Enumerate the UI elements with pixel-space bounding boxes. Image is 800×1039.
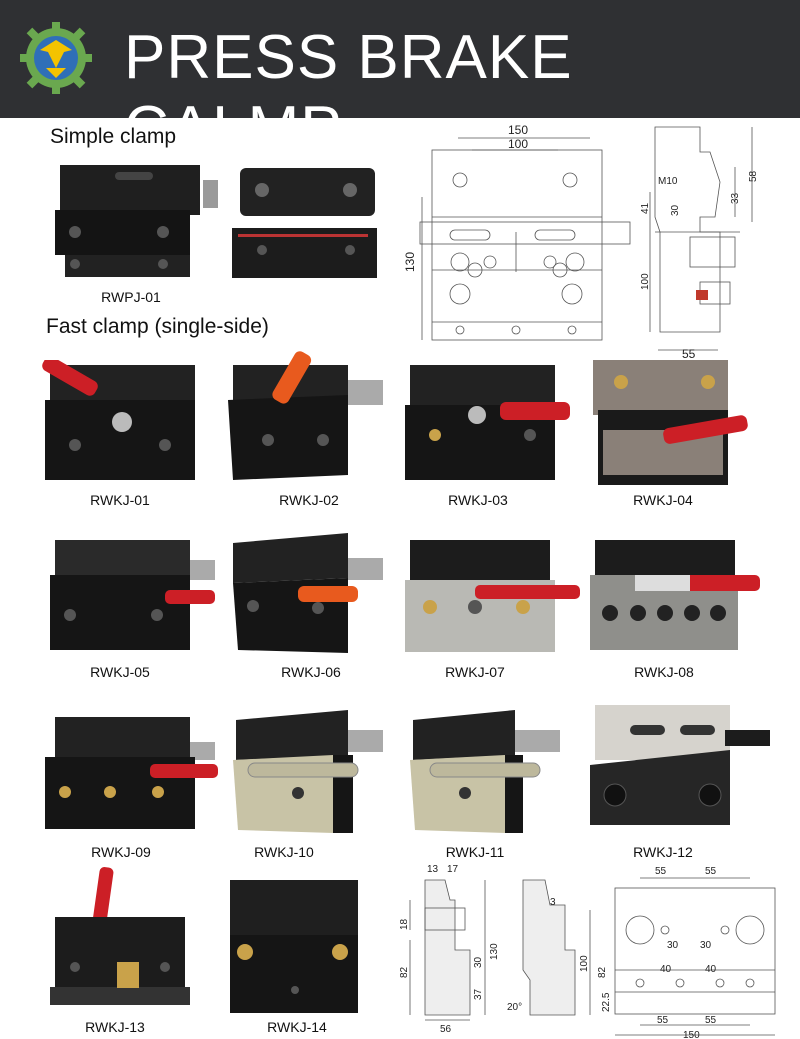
technical-drawing-fast-clamp: 13 17 18 82 30 130 37 56 3 100 20° 55 55… xyxy=(395,860,800,1039)
product-code-label: RWKJ-10 xyxy=(254,844,314,860)
svg-text:55: 55 xyxy=(705,866,717,877)
product-photo-rwkj-02 xyxy=(228,350,388,485)
product-photo-rwkj-14 xyxy=(225,880,365,1015)
svg-text:82: 82 xyxy=(597,966,608,978)
product-code-label: RWKJ-12 xyxy=(633,844,693,860)
product-code-label: RWKJ-11 xyxy=(445,844,505,860)
product-photo-rwkj-10 xyxy=(228,705,388,835)
product-photo-rwkj-07 xyxy=(405,535,585,655)
product-photo-rwkj-05 xyxy=(45,535,220,655)
svg-text:33: 33 xyxy=(730,192,741,204)
svg-text:17: 17 xyxy=(447,864,459,875)
svg-text:3: 3 xyxy=(550,897,556,908)
product-photo-rwkj-12 xyxy=(585,705,775,830)
page-title: PRESS BRAKE CALMP xyxy=(124,23,573,163)
product-code-label: RWKJ-08 xyxy=(634,664,694,680)
product-code-label: RWKJ-02 xyxy=(279,492,339,508)
svg-text:130: 130 xyxy=(489,943,500,960)
svg-text:100: 100 xyxy=(508,137,528,151)
svg-text:100: 100 xyxy=(640,273,651,290)
svg-text:130: 130 xyxy=(403,252,417,272)
svg-text:41: 41 xyxy=(640,202,651,214)
product-photo-rwkj-11 xyxy=(405,705,565,835)
product-photo-rwpj-01 xyxy=(55,160,220,280)
svg-text:18: 18 xyxy=(399,918,410,930)
product-photo-rwkj-13 xyxy=(45,862,205,1010)
product-photo-rwkj-09 xyxy=(40,712,220,832)
product-code-label: RWKJ-04 xyxy=(633,492,693,508)
header-banner: PRESS BRAKE CALMP xyxy=(0,0,800,163)
svg-text:150: 150 xyxy=(683,1030,700,1039)
svg-text:37: 37 xyxy=(473,988,484,1000)
svg-text:56: 56 xyxy=(440,1024,452,1035)
gear-logo-icon xyxy=(20,22,92,94)
svg-text:22.5: 22.5 xyxy=(601,992,612,1012)
svg-text:13: 13 xyxy=(427,864,439,875)
svg-text:30: 30 xyxy=(667,940,679,951)
svg-text:150: 150 xyxy=(508,123,528,137)
svg-text:40: 40 xyxy=(660,964,672,975)
product-photo-rwkj-03 xyxy=(405,360,585,485)
product-code-label: RWKJ-09 xyxy=(91,844,151,860)
svg-text:55: 55 xyxy=(657,1015,669,1026)
product-code-label: RWKJ-03 xyxy=(448,492,508,508)
section-title-fast: Fast clamp (single-side) xyxy=(46,315,269,338)
svg-text:20°: 20° xyxy=(507,1002,522,1013)
svg-text:55: 55 xyxy=(705,1015,717,1026)
product-code-label: RWPJ-01 xyxy=(101,289,161,305)
product-code-label: RWKJ-14 xyxy=(267,1019,327,1035)
product-code-label: RWKJ-07 xyxy=(445,664,505,680)
svg-text:82: 82 xyxy=(399,966,410,978)
product-photo-rwkj-04 xyxy=(593,360,773,485)
svg-text:58: 58 xyxy=(748,170,759,182)
svg-text:30: 30 xyxy=(473,956,484,968)
svg-text:30: 30 xyxy=(700,940,712,951)
product-photo-rwkj-01 xyxy=(40,360,205,485)
svg-text:100: 100 xyxy=(579,955,590,972)
svg-text:40: 40 xyxy=(705,964,717,975)
svg-text:M10: M10 xyxy=(658,176,678,187)
product-photo-rwkj-06 xyxy=(228,528,388,655)
product-code-label: RWKJ-06 xyxy=(281,664,341,680)
product-photo-rwkj-08 xyxy=(590,535,770,655)
section-title-simple: Simple clamp xyxy=(50,125,177,148)
product-photo-rwpj-01-jaw xyxy=(232,168,380,283)
svg-text:30: 30 xyxy=(670,204,681,216)
technical-drawing-simple-clamp: 150 100 130 M10 41 30 33 58 100 55 xyxy=(400,122,800,362)
svg-text:55: 55 xyxy=(655,866,667,877)
product-code-label: RWKJ-01 xyxy=(90,492,150,508)
product-code-label: RWKJ-05 xyxy=(90,664,150,680)
product-code-label: RWKJ-13 xyxy=(85,1019,145,1035)
svg-text:55: 55 xyxy=(682,347,696,361)
